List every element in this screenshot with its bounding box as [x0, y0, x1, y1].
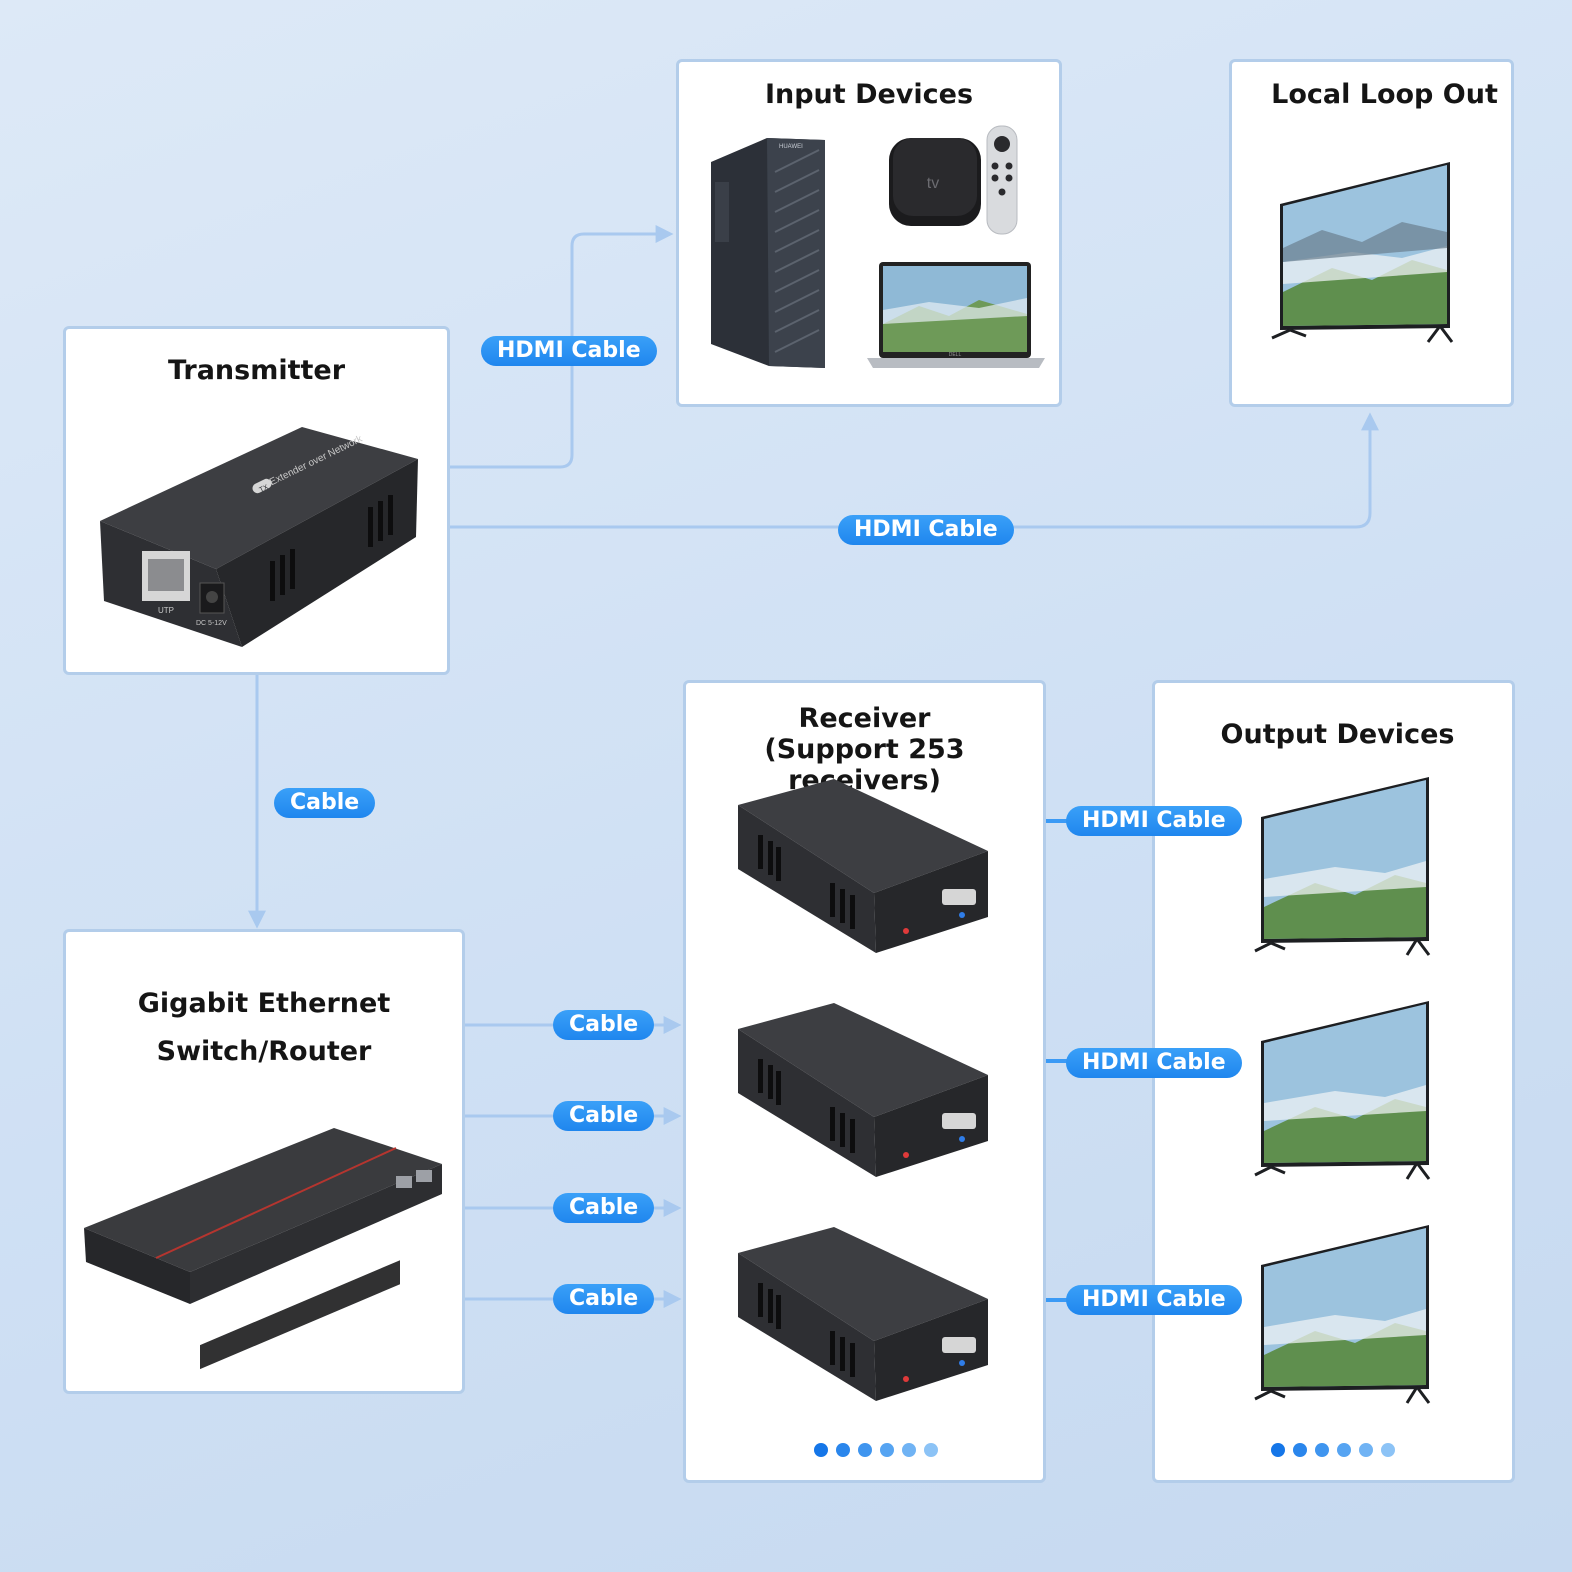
hdmi-cable-label-tv-1: HDMI Cable [1066, 806, 1242, 836]
loop-tv-icon [1271, 162, 1454, 343]
receiver-device-icon-3 [738, 1227, 988, 1401]
transmitter-port-utp: UTP [158, 606, 174, 615]
hdmi-cable-label-loop: HDMI Cable [838, 515, 1014, 545]
switch-card: Gigabit Ethernet Switch/Router [63, 929, 465, 1394]
output-devices-card: Output Devices [1152, 680, 1515, 1483]
laptop-brand-text: DELL [949, 352, 962, 358]
pc-brand-text: HUAWEI [779, 144, 803, 150]
dot-2 [1293, 1443, 1307, 1457]
dot-2 [836, 1443, 850, 1457]
dot-3 [1315, 1443, 1329, 1457]
dot-6 [1381, 1443, 1395, 1457]
line-tx-to-loop [450, 412, 1379, 529]
input-devices-title: Input Devices [764, 79, 974, 110]
local-loop-out-title: Local Loop Out [1271, 79, 1498, 110]
transmitter-port-dc: DC 5-12V [196, 620, 227, 627]
apple-tv-icon: tv [889, 138, 981, 226]
transmitter-title: Transmitter [167, 355, 346, 386]
cable-label-rx-2: Cable [553, 1101, 655, 1131]
transmitter-card: Transmitter HD Extender over Network TX … [63, 326, 450, 675]
dot-5 [902, 1443, 916, 1457]
dot-1 [1271, 1443, 1285, 1457]
laptop-icon: DELL [867, 262, 1045, 368]
remote-icon [986, 125, 1018, 235]
input-devices-card: Input Devices HUAWEI tv [676, 59, 1062, 407]
output-tvs-illustration [1254, 777, 1431, 1404]
dot-5 [1359, 1443, 1373, 1457]
receiver-title-line2: (Support 253 receivers) [764, 734, 965, 796]
switch-title-line2: Switch/Router [156, 1036, 372, 1067]
tv-icon-3 [1254, 1225, 1431, 1404]
dot-6 [924, 1443, 938, 1457]
output-devices-title: Output Devices [1220, 719, 1455, 750]
receiver-card: Receiver (Support 253 receivers) [683, 680, 1046, 1483]
cable-label-rx-1: Cable [553, 1010, 655, 1040]
receiver-devices-illustration [738, 779, 988, 1401]
switch-title-line1: Gigabit Ethernet [137, 988, 391, 1019]
cable-label-switch: Cable [274, 788, 376, 818]
receiver-device-icon-2 [738, 1003, 988, 1177]
cable-label-rx-4: Cable [553, 1284, 655, 1314]
tv-icon-1 [1254, 777, 1431, 956]
cable-label-rx-3: Cable [553, 1193, 655, 1223]
dot-4 [880, 1443, 894, 1457]
receiver-pagination-dots [814, 1443, 938, 1457]
tv-icon-2 [1254, 1001, 1431, 1180]
dot-4 [1337, 1443, 1351, 1457]
hdmi-cable-label-tv-2: HDMI Cable [1066, 1048, 1242, 1078]
desktop-pc-icon: HUAWEI [711, 138, 825, 368]
dot-1 [814, 1443, 828, 1457]
receiver-device-icon-1 [738, 779, 988, 953]
switch-device-icon [84, 1128, 442, 1370]
dot-3 [858, 1443, 872, 1457]
local-loop-out-card: Local Loop Out [1229, 59, 1514, 407]
output-pagination-dots [1271, 1443, 1395, 1457]
transmitter-badge-text: TX [258, 484, 269, 494]
transmitter-device-icon: HD Extender over Network TX UTP DC 5-12V [100, 427, 418, 647]
apple-tv-logo-text: tv [927, 175, 939, 192]
hdmi-cable-label-tv-3: HDMI Cable [1066, 1285, 1242, 1315]
input-devices-illustration: HUAWEI tv DELL [711, 125, 1045, 368]
receiver-title-line1: Receiver [798, 703, 931, 734]
hdmi-cable-label-input: HDMI Cable [481, 336, 657, 366]
